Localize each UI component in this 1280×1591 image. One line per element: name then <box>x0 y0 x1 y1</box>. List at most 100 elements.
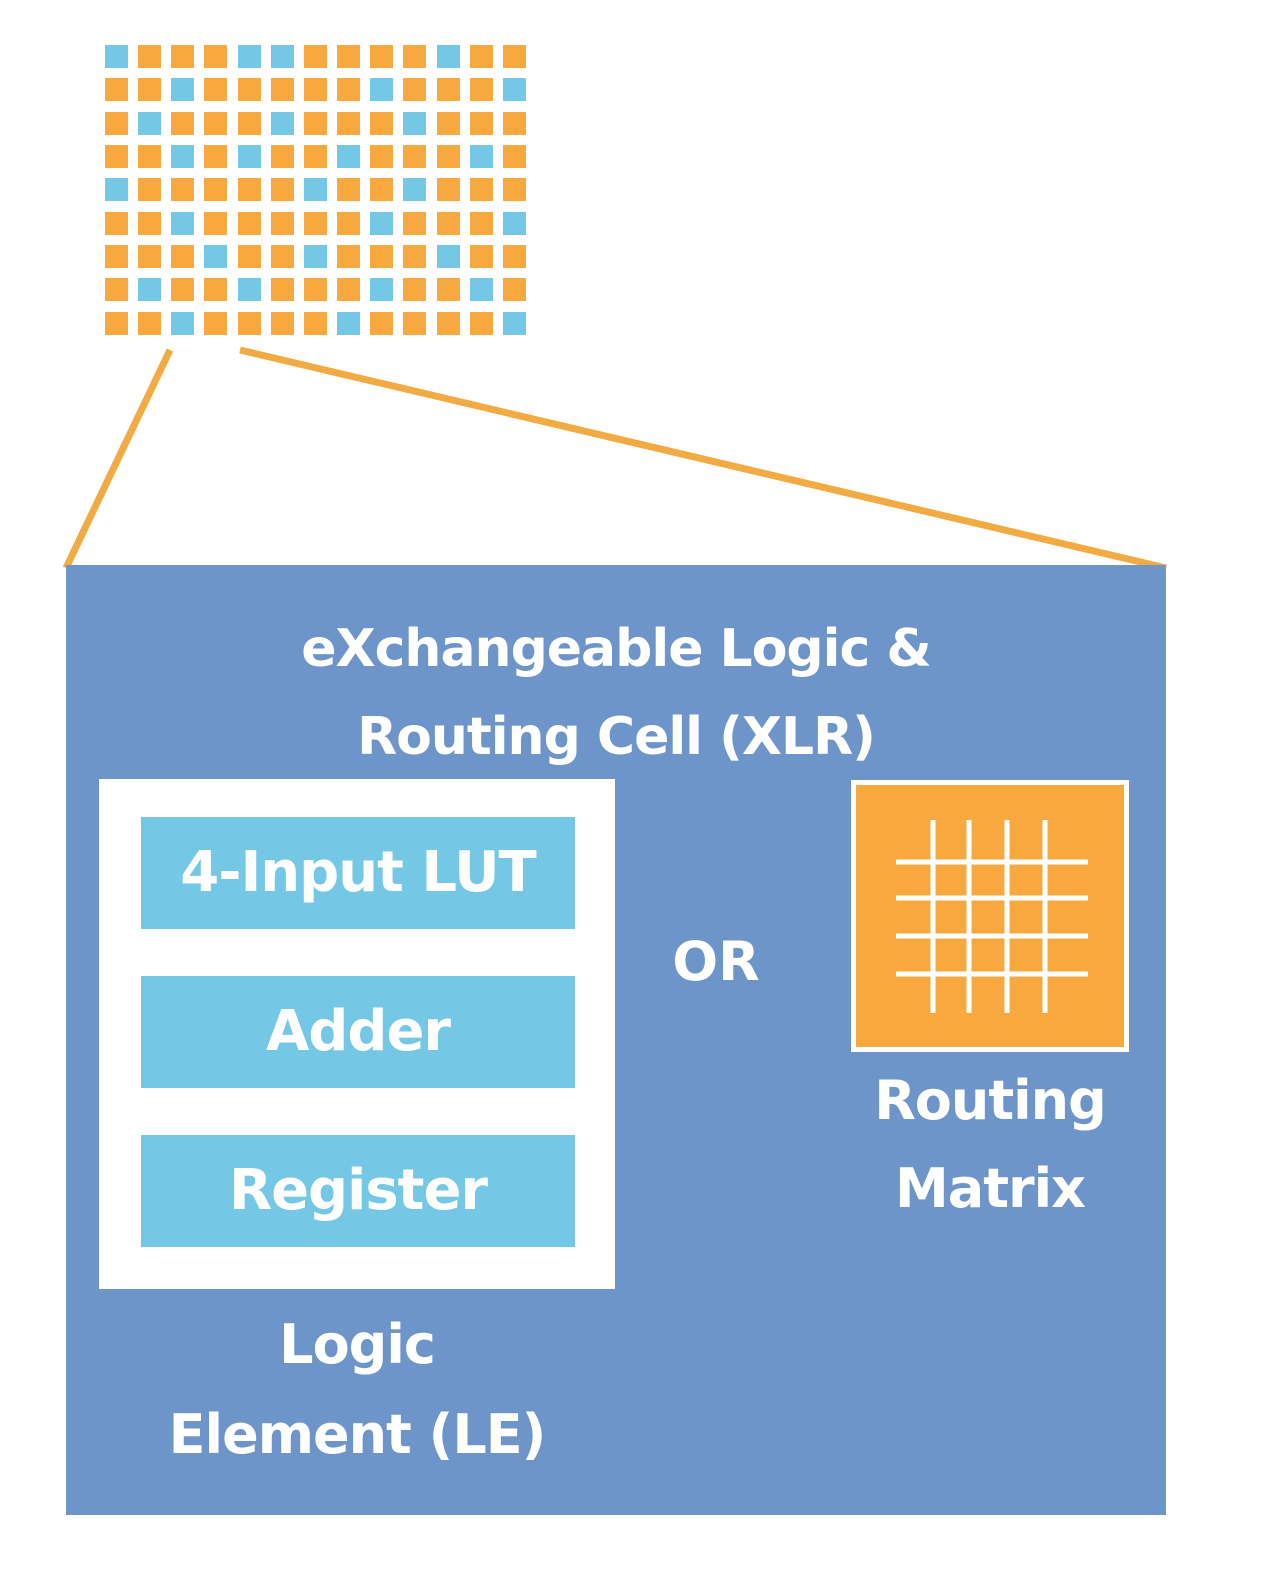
grid-cell-logic <box>502 278 526 302</box>
grid-cell-logic <box>105 78 128 102</box>
grid-cell-logic <box>270 78 294 102</box>
grid-cell-routing <box>237 278 261 302</box>
grid-cell-logic <box>270 245 294 268</box>
grid-cell-logic <box>270 311 294 335</box>
grid-cell-logic <box>105 245 128 268</box>
grid-cell-logic <box>303 111 327 135</box>
logic-element-box: 4-Input LUT Adder Register <box>99 779 615 1289</box>
grid-cell-routing <box>403 178 427 202</box>
grid-cell-routing <box>502 311 526 335</box>
grid-cell-logic <box>270 145 294 168</box>
grid-cell-logic <box>403 78 427 102</box>
logic-element-label: Logic Element (LE) <box>99 1300 615 1480</box>
grid-cell-logic <box>469 45 493 68</box>
grid-cell-logic <box>337 211 361 235</box>
grid-cell-logic <box>105 211 128 235</box>
grid-cell-logic <box>138 45 162 68</box>
grid-cell-logic <box>502 45 526 68</box>
grid-cell-logic <box>403 211 427 235</box>
grid-cell-logic <box>105 111 128 135</box>
grid-cell-logic <box>237 111 261 135</box>
grid-cell-logic <box>204 45 228 68</box>
grid-cell-logic <box>171 245 195 268</box>
grid-cell-logic <box>469 311 493 335</box>
grid-cell-routing <box>403 111 427 135</box>
grid-cell-logic <box>337 178 361 202</box>
grid-cell-routing <box>370 278 394 302</box>
grid-cell-logic <box>237 178 261 202</box>
grid-cell-routing <box>370 78 394 102</box>
register-block: Register <box>141 1135 575 1247</box>
grid-cell-logic <box>138 145 162 168</box>
grid-cell-routing <box>138 278 162 302</box>
grid-cell-logic <box>204 178 228 202</box>
rm-label-line1: Routing <box>874 1069 1107 1132</box>
grid-cell-logic <box>171 278 195 302</box>
grid-cell-logic <box>469 245 493 268</box>
adder-block: Adder <box>141 976 575 1088</box>
grid-cell-logic <box>337 111 361 135</box>
grid-cell-logic <box>105 278 128 302</box>
grid-cell-logic <box>337 278 361 302</box>
grid-cell-routing <box>502 211 526 235</box>
grid-cell-routing <box>105 178 128 202</box>
grid-cell-logic <box>105 311 128 335</box>
chip-cell-grid <box>105 45 536 345</box>
grid-cell-logic <box>469 178 493 202</box>
grid-cell-routing <box>237 145 261 168</box>
grid-cell-logic <box>237 311 261 335</box>
grid-cell-routing <box>370 211 394 235</box>
grid-cell-logic <box>204 211 228 235</box>
xlr-title: eXchangeable Logic & Routing Cell (XLR) <box>66 605 1166 781</box>
zoom-line-right <box>239 346 1167 572</box>
grid-cell-routing <box>303 178 327 202</box>
grid-cell-logic <box>303 145 327 168</box>
grid-cell-routing <box>171 311 195 335</box>
grid-cell-logic <box>469 78 493 102</box>
xlr-title-line2: Routing Cell (XLR) <box>357 707 876 767</box>
grid-cell-logic <box>370 178 394 202</box>
le-label-line1: Logic <box>279 1313 436 1376</box>
grid-cell-logic <box>204 78 228 102</box>
grid-cell-logic <box>403 45 427 68</box>
grid-cell-logic <box>370 45 394 68</box>
routing-matrix-grid-icon <box>896 820 1088 1013</box>
grid-cell-logic <box>370 145 394 168</box>
routing-matrix-box <box>851 780 1129 1052</box>
grid-cell-logic <box>436 145 460 168</box>
grid-cell-logic <box>436 178 460 202</box>
grid-cell-logic <box>138 245 162 268</box>
rm-label-line2: Matrix <box>895 1157 1086 1220</box>
grid-cell-routing <box>303 245 327 268</box>
grid-cell-logic <box>237 245 261 268</box>
grid-cell-logic <box>469 211 493 235</box>
grid-cell-logic <box>171 178 195 202</box>
grid-cell-logic <box>403 311 427 335</box>
grid-cell-routing <box>337 145 361 168</box>
grid-cell-routing <box>502 78 526 102</box>
grid-cell-routing <box>237 45 261 68</box>
grid-cell-logic <box>469 111 493 135</box>
grid-cell-logic <box>436 78 460 102</box>
grid-cell-routing <box>138 111 162 135</box>
grid-cell-logic <box>502 245 526 268</box>
grid-cell-logic <box>436 311 460 335</box>
grid-cell-routing <box>469 145 493 168</box>
grid-cell-logic <box>138 311 162 335</box>
grid-cell-logic <box>204 145 228 168</box>
grid-cell-logic <box>270 278 294 302</box>
grid-cell-logic <box>337 245 361 268</box>
grid-cell-routing <box>204 245 228 268</box>
or-label: OR <box>672 930 760 993</box>
grid-cell-logic <box>303 211 327 235</box>
grid-cell-routing <box>171 211 195 235</box>
grid-cell-logic <box>204 311 228 335</box>
grid-cell-logic <box>138 178 162 202</box>
grid-cell-logic <box>204 278 228 302</box>
grid-cell-routing <box>171 78 195 102</box>
grid-cell-logic <box>337 45 361 68</box>
grid-cell-logic <box>502 111 526 135</box>
grid-cell-logic <box>403 145 427 168</box>
grid-cell-logic <box>270 211 294 235</box>
